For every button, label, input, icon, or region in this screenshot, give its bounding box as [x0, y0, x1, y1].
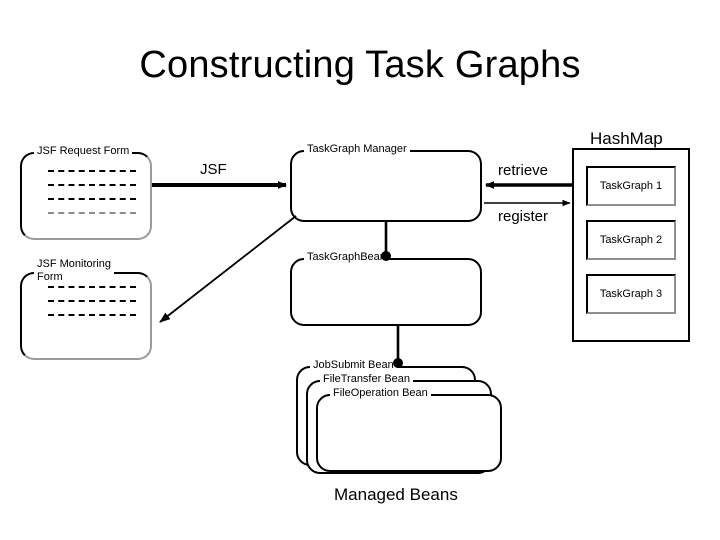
- form-field-line: [48, 314, 136, 316]
- jsf-monitoring-form-fields: [48, 286, 136, 328]
- box-file-transfer-bean-label: FileTransfer Bean: [320, 373, 414, 386]
- jsf-request-form-fields: [48, 170, 136, 226]
- edge-label-jsf: JSF: [200, 161, 227, 178]
- box-jsf-monitoring-form-label: JSF Monitoring Form: [34, 258, 114, 284]
- box-taskgraph-bean-label: TaskGraphBean: [304, 251, 389, 264]
- edge-label-register: register: [498, 208, 549, 225]
- hashmap-title: HashMap: [590, 129, 663, 148]
- arrow-monitoring-return: [159, 215, 297, 323]
- page-title: Constructing Task Graphs: [139, 44, 581, 86]
- box-jsf-request-form-label: JSF Request Form: [34, 145, 133, 158]
- form-field-line: [48, 170, 136, 172]
- box-job-submit-bean-label: JobSubmit Bean: [310, 359, 397, 372]
- form-field-line: [48, 212, 136, 214]
- hashmap-entry-taskgraph-3: TaskGraph 3: [586, 274, 676, 314]
- edge-label-retrieve: retrieve: [498, 162, 549, 179]
- box-jsf-request-form: JSF Request Form: [20, 145, 152, 240]
- form-field-line: [48, 286, 136, 288]
- form-field-line: [48, 300, 136, 302]
- box-jsf-monitoring-form: JSF Monitoring Form: [20, 258, 152, 360]
- form-field-line: [48, 198, 136, 200]
- box-file-operation-bean-label: FileOperation Bean: [330, 387, 431, 400]
- box-taskgraph-bean: TaskGraphBean: [290, 251, 482, 326]
- form-field-line: [48, 184, 136, 186]
- box-file-operation-bean: FileOperation Bean: [316, 387, 502, 472]
- box-taskgraph-manager-label: TaskGraph Manager: [304, 143, 410, 156]
- hashmap-entry-taskgraph-2: TaskGraph 2: [586, 220, 676, 260]
- box-taskgraph-manager: TaskGraph Manager: [290, 143, 482, 222]
- hashmap-entry-taskgraph-1: TaskGraph 1: [586, 166, 676, 206]
- caption-managed-beans: Managed Beans: [334, 485, 458, 504]
